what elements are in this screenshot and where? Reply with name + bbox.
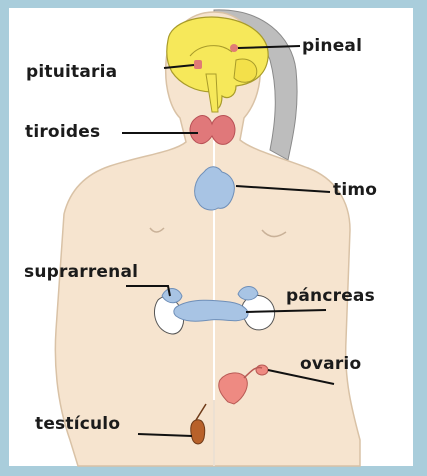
pancreas-gland (174, 300, 248, 321)
label-timo: timo (333, 180, 377, 200)
pineal-gland (230, 44, 238, 52)
label-pancreas: páncreas (286, 286, 375, 306)
label-tiroides: tiroides (25, 122, 100, 142)
label-pituitaria: pituitaria (26, 62, 117, 82)
label-pineal: pineal (302, 36, 362, 56)
label-suprarrenal: suprarrenal (24, 262, 138, 282)
testicle-gland (191, 420, 205, 444)
ovary-gland (256, 365, 268, 375)
pituitary-gland (194, 60, 202, 69)
label-ovario: ovario (300, 354, 361, 374)
label-testiculo: testículo (35, 414, 120, 434)
